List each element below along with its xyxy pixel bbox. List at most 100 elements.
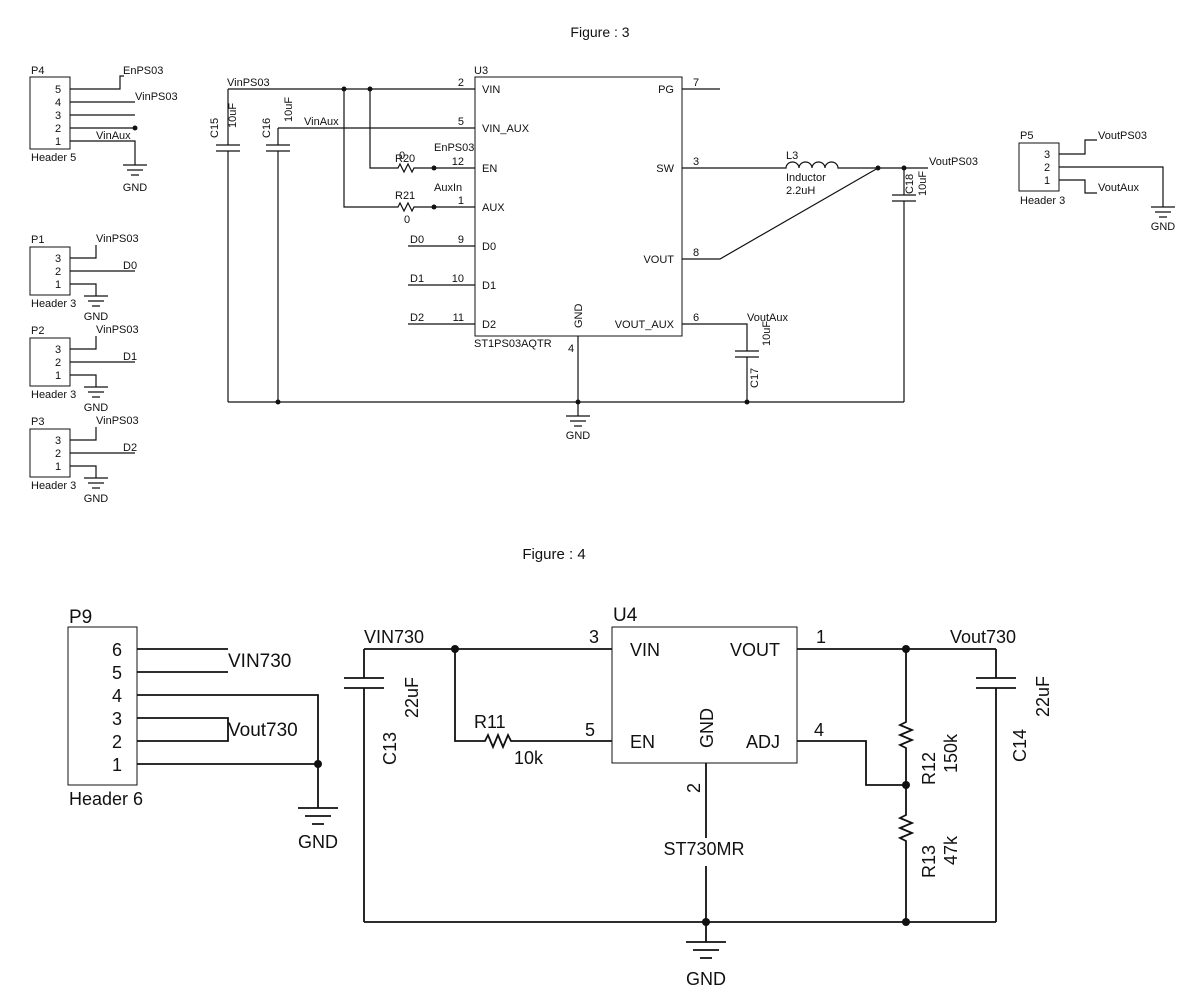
p4-pin-4: 4 bbox=[55, 97, 61, 109]
u3-gnd-label: GND bbox=[566, 430, 591, 442]
sw-junction bbox=[875, 165, 881, 171]
u3-num-sw: 3 bbox=[693, 156, 699, 168]
p9-ref: P9 bbox=[69, 607, 92, 628]
p1-pin-1: 1 bbox=[55, 279, 61, 291]
u3-pin-aux: AUX bbox=[482, 202, 505, 214]
en-junction bbox=[431, 165, 437, 171]
p4-ground-symbol bbox=[123, 164, 147, 176]
p5-pin-3: 3 bbox=[1044, 149, 1050, 161]
c14-value: 22uF bbox=[1033, 676, 1053, 717]
l3-symbol bbox=[682, 161, 904, 169]
net-voutaux-label: VoutAux bbox=[747, 312, 788, 324]
u4-pin-vin: VIN bbox=[630, 640, 660, 660]
u3-num-gnd: 4 bbox=[568, 343, 574, 355]
p2-ref: P2 bbox=[31, 325, 44, 337]
p9-pin-5: 5 bbox=[112, 663, 122, 683]
c15-ref: C15 bbox=[209, 118, 221, 138]
u3-num-pg: 7 bbox=[693, 77, 699, 89]
p4-gnd-label: GND bbox=[123, 182, 148, 194]
p3-ground-symbol bbox=[84, 477, 108, 489]
c14-ref: C14 bbox=[1010, 729, 1030, 762]
u3-part: ST1PS03AQTR bbox=[474, 338, 552, 350]
c13-ref: C13 bbox=[380, 732, 400, 765]
input-network: VinPS03 C15 10uF VinAux C16 10uF 0 R20 E… bbox=[209, 77, 475, 405]
p3-ref: P3 bbox=[31, 416, 44, 428]
u3-pin-pg: PG bbox=[658, 84, 674, 96]
ic-u3: U3 VIN VIN_AUX EN AUX D0 D1 D2 PG SW VOU… bbox=[452, 65, 720, 355]
u3-pin-vout-aux: VOUT_AUX bbox=[615, 319, 675, 331]
c17-value: 10uF bbox=[761, 321, 773, 346]
u3-ground-symbol bbox=[566, 415, 590, 427]
p9-pin-6: 6 bbox=[112, 640, 122, 660]
u3-pin-d0: D0 bbox=[482, 241, 496, 253]
p3-name: Header 3 bbox=[31, 480, 76, 492]
ic-u4: U4 VIN VOUT EN ADJ GND 3 5 1 4 2 ST730MR bbox=[585, 605, 826, 942]
p9-pin-1: 1 bbox=[112, 755, 122, 775]
p2-gnd-label: GND bbox=[84, 402, 109, 414]
p3-pin-1: 1 bbox=[55, 461, 61, 473]
p5-pin-1: 1 bbox=[1044, 175, 1050, 187]
u4-part: ST730MR bbox=[663, 839, 744, 859]
u3-pin-d1: D1 bbox=[482, 280, 496, 292]
r12-value: 150k bbox=[941, 733, 961, 773]
net-voutps03-label: VoutPS03 bbox=[929, 156, 978, 168]
u3-num-vout-aux: 6 bbox=[693, 312, 699, 324]
p4-pin-1: 1 bbox=[55, 136, 61, 148]
p2-pin-3: 3 bbox=[55, 344, 61, 356]
p4-body bbox=[29, 76, 71, 150]
net-d1-label: D1 bbox=[410, 273, 424, 285]
p1-net-mid: D0 bbox=[123, 260, 137, 272]
c15-value: 10uF bbox=[227, 103, 239, 128]
p4-net-vin: VinPS03 bbox=[135, 91, 178, 103]
p5-body bbox=[1018, 142, 1060, 192]
ground-rail-fig4: GND bbox=[364, 918, 996, 989]
l3-value: 2.2uH bbox=[786, 185, 815, 197]
u3-num-vout: 8 bbox=[693, 247, 699, 259]
c17-ref: C17 bbox=[749, 368, 761, 388]
p4-pin-3: 3 bbox=[55, 110, 61, 122]
p1-pin-2: 2 bbox=[55, 266, 61, 278]
u3-pin-vin: VIN bbox=[482, 84, 500, 96]
header-p5: P5 3 2 1 Header 3 VoutPS03 VoutAux GND bbox=[1018, 130, 1176, 233]
r12-symbol bbox=[897, 649, 915, 785]
p9-ground-symbol bbox=[298, 807, 338, 825]
c16-value: 10uF bbox=[283, 97, 295, 122]
c17-symbol bbox=[682, 323, 759, 402]
p1-ref: P1 bbox=[31, 234, 44, 246]
p5-name: Header 3 bbox=[1020, 195, 1065, 207]
p4-wires bbox=[70, 75, 136, 165]
r20-value: 0 bbox=[399, 150, 405, 162]
p2-wires bbox=[70, 336, 135, 387]
p5-gnd-label: GND bbox=[1151, 221, 1176, 233]
p1-wires bbox=[70, 245, 135, 296]
u4-ref: U4 bbox=[613, 605, 638, 626]
u3-pin-vout: VOUT bbox=[643, 254, 674, 266]
p3-wires bbox=[70, 427, 135, 478]
vout-feedback-wire bbox=[682, 167, 879, 260]
p9-wires bbox=[137, 648, 319, 808]
adj-wire bbox=[797, 740, 906, 786]
u4-num-gnd: 2 bbox=[684, 783, 704, 793]
p4-pin-5: 5 bbox=[55, 84, 61, 96]
u4-num-en: 5 bbox=[585, 720, 595, 740]
u4-num-vin: 3 bbox=[589, 627, 599, 647]
u3-body bbox=[474, 76, 683, 337]
r20-ref: R20 bbox=[395, 153, 415, 165]
p1-gnd-label: GND bbox=[84, 311, 109, 323]
u3-num-d1: 10 bbox=[452, 273, 464, 285]
r13-value: 47k bbox=[941, 835, 961, 865]
u3-pin-d2: D2 bbox=[482, 319, 496, 331]
net-vinps03-label: VinPS03 bbox=[227, 77, 270, 89]
p3-gnd-label: GND bbox=[84, 493, 109, 505]
output-network: L3 Inductor 2.2uH VoutPS03 C18 10uF Vout… bbox=[682, 150, 978, 405]
p9-pin-4: 4 bbox=[112, 686, 122, 706]
net-auxin-label: AuxIn bbox=[434, 182, 462, 194]
c16-ref: C16 bbox=[261, 118, 273, 138]
u3-pin-sw: SW bbox=[656, 163, 674, 175]
fig4-input-network: VIN730 C13 22uF R11 10k bbox=[344, 627, 612, 922]
u3-num-d2: 11 bbox=[453, 312, 464, 324]
r21-symbol bbox=[343, 89, 475, 213]
p3-net-top: VinPS03 bbox=[96, 415, 139, 427]
